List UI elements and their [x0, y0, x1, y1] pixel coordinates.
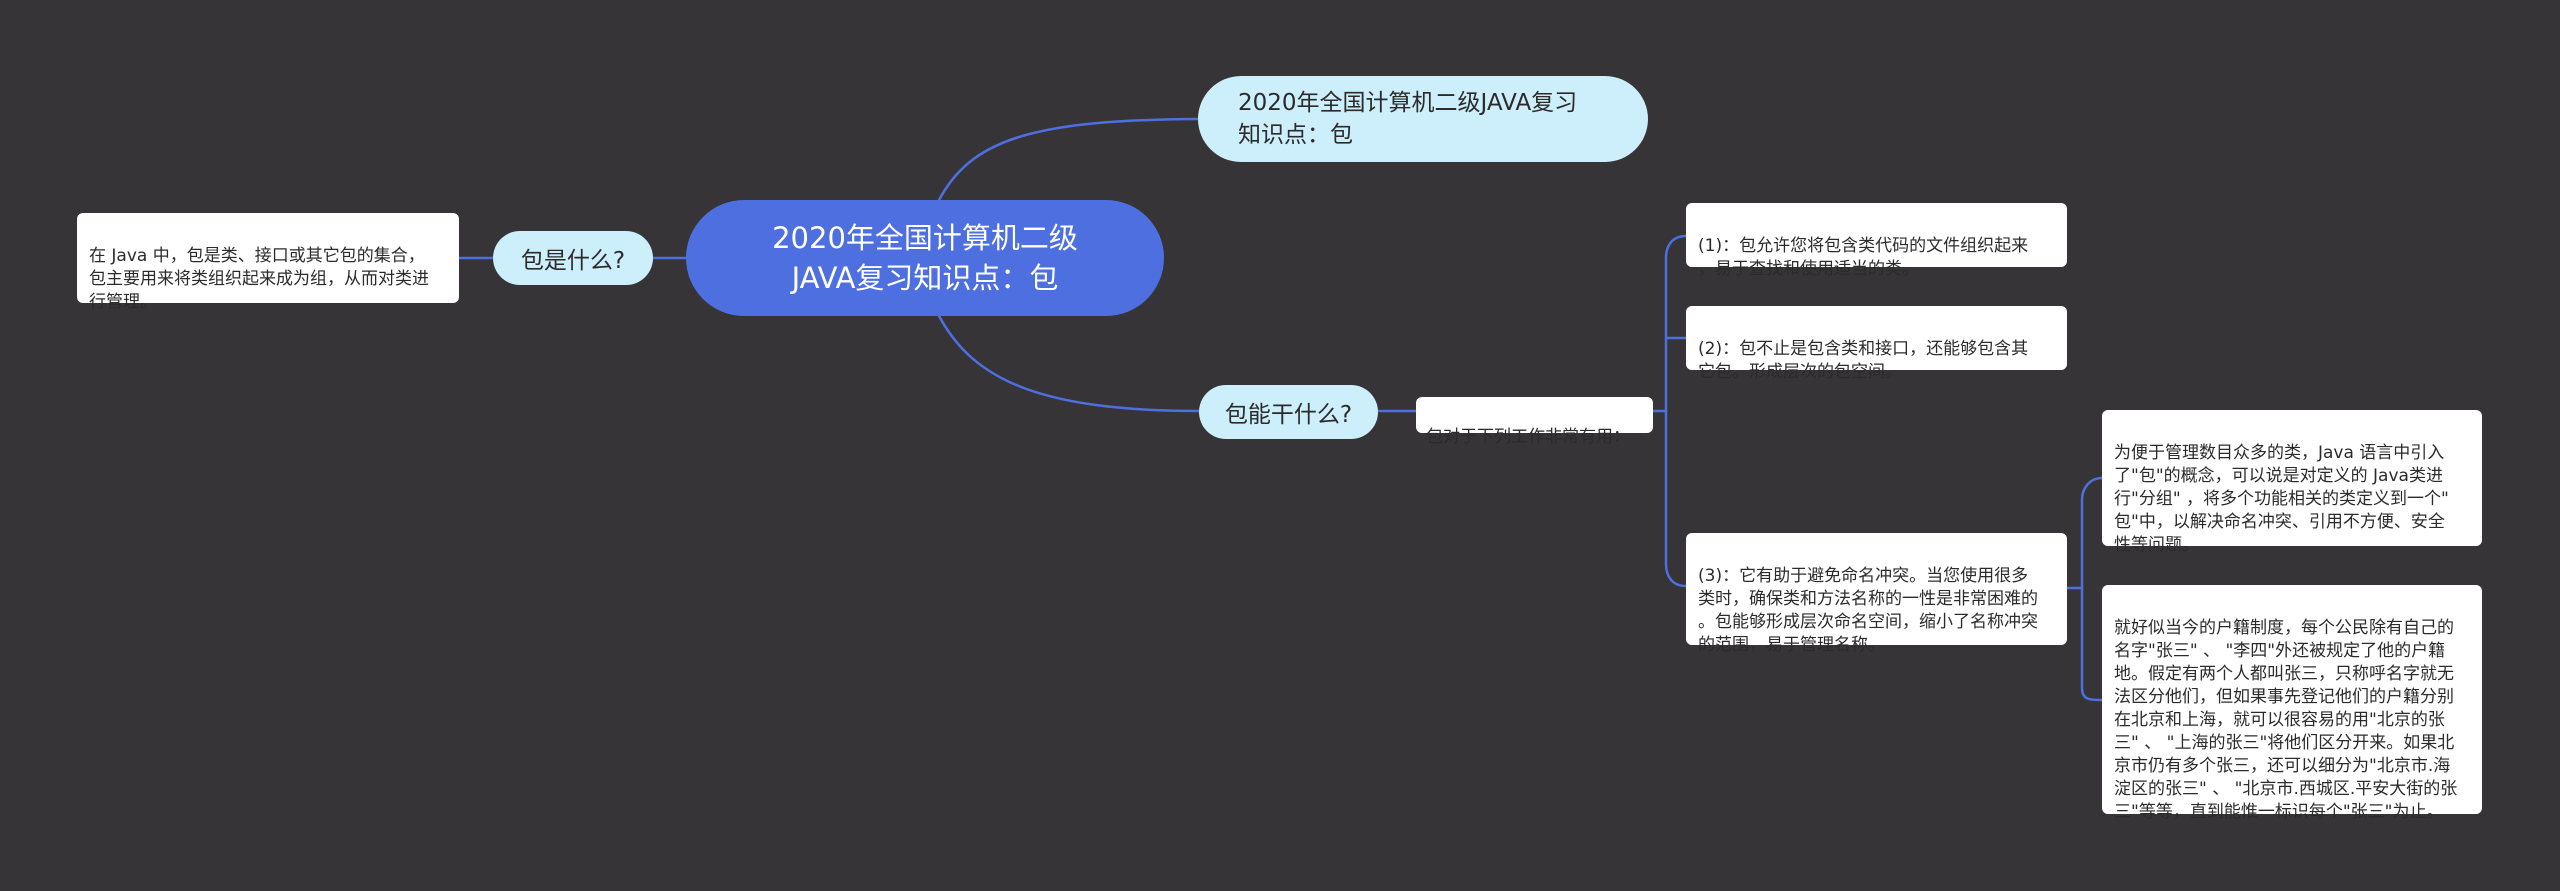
- branch-what-is-package-label: 包是什么?: [520, 248, 626, 274]
- branch-package-uses-label: 包能干什么?: [1224, 402, 1353, 428]
- connector-root-title: [936, 117, 1199, 203]
- root-topic-label: 2020年全国计算机二级 JAVA复习知识点：包: [772, 221, 1078, 295]
- what-is-package-detail-text: 在 Java 中，包是类、接口或其它包的集合， 包主要用来将类组织起来成为组，从…: [89, 246, 429, 312]
- naming-conflict-detail-2-text: 就好似当今的户籍制度，每个公民除有自己的 名字"张三" 、 "李四"外还被规定了…: [2114, 618, 2458, 822]
- branch-package-uses[interactable]: 包能干什么?: [1199, 385, 1378, 439]
- naming-conflict-detail-1-text: 为便于管理数目众多的类，Java 语言中引入 了"包"的概念，可以说是对定义的 …: [2114, 443, 2449, 555]
- naming-conflict-detail-2[interactable]: 就好似当今的户籍制度，每个公民除有自己的 名字"张三" 、 "李四"外还被规定了…: [2102, 585, 2482, 822]
- package-use-item-3-text: (3)：它有助于避免命名冲突。当您使用很多 类时，确保类和方法名称的一性是非常困…: [1698, 566, 2038, 655]
- package-use-item-1[interactable]: (1)：包允许您将包含类代码的文件组织起来 ，易于查找和使用适当的类。: [1686, 203, 2067, 279]
- what-is-package-detail[interactable]: 在 Java 中，包是类、接口或其它包的集合， 包主要用来将类组织起来成为组，从…: [77, 213, 459, 312]
- package-use-item-1-text: (1)：包允许您将包含类代码的文件组织起来 ，易于查找和使用适当的类。: [1698, 236, 2029, 279]
- package-use-item-2[interactable]: (2)：包不止是包含类和接口，还能够包含其 它包。形成层次的包空间。: [1686, 306, 2067, 382]
- branch-what-is-package[interactable]: 包是什么?: [493, 231, 653, 285]
- connector-sub-trunk: [2080, 476, 2103, 702]
- connector-item-trunk: [1664, 234, 1687, 588]
- package-use-item-2-text: (2)：包不止是包含类和接口，还能够包含其 它包。形成层次的包空间。: [1698, 339, 2029, 382]
- package-uses-intro-text: 包对于下列工作非常有用：: [1426, 427, 1630, 447]
- title-topic[interactable]: 2020年全国计算机二级JAVA复习 知识点：包: [1198, 76, 1648, 162]
- title-topic-label: 2020年全国计算机二级JAVA复习 知识点：包: [1238, 90, 1578, 148]
- package-uses-intro[interactable]: 包对于下列工作非常有用：: [1416, 397, 1653, 447]
- root-topic[interactable]: 2020年全国计算机二级 JAVA复习知识点：包: [686, 200, 1164, 316]
- naming-conflict-detail-1[interactable]: 为便于管理数目众多的类，Java 语言中引入 了"包"的概念，可以说是对定义的 …: [2102, 410, 2482, 555]
- connector-root-right: [936, 313, 1200, 413]
- package-use-item-3[interactable]: (3)：它有助于避免命名冲突。当您使用很多 类时，确保类和方法名称的一性是非常困…: [1686, 533, 2067, 655]
